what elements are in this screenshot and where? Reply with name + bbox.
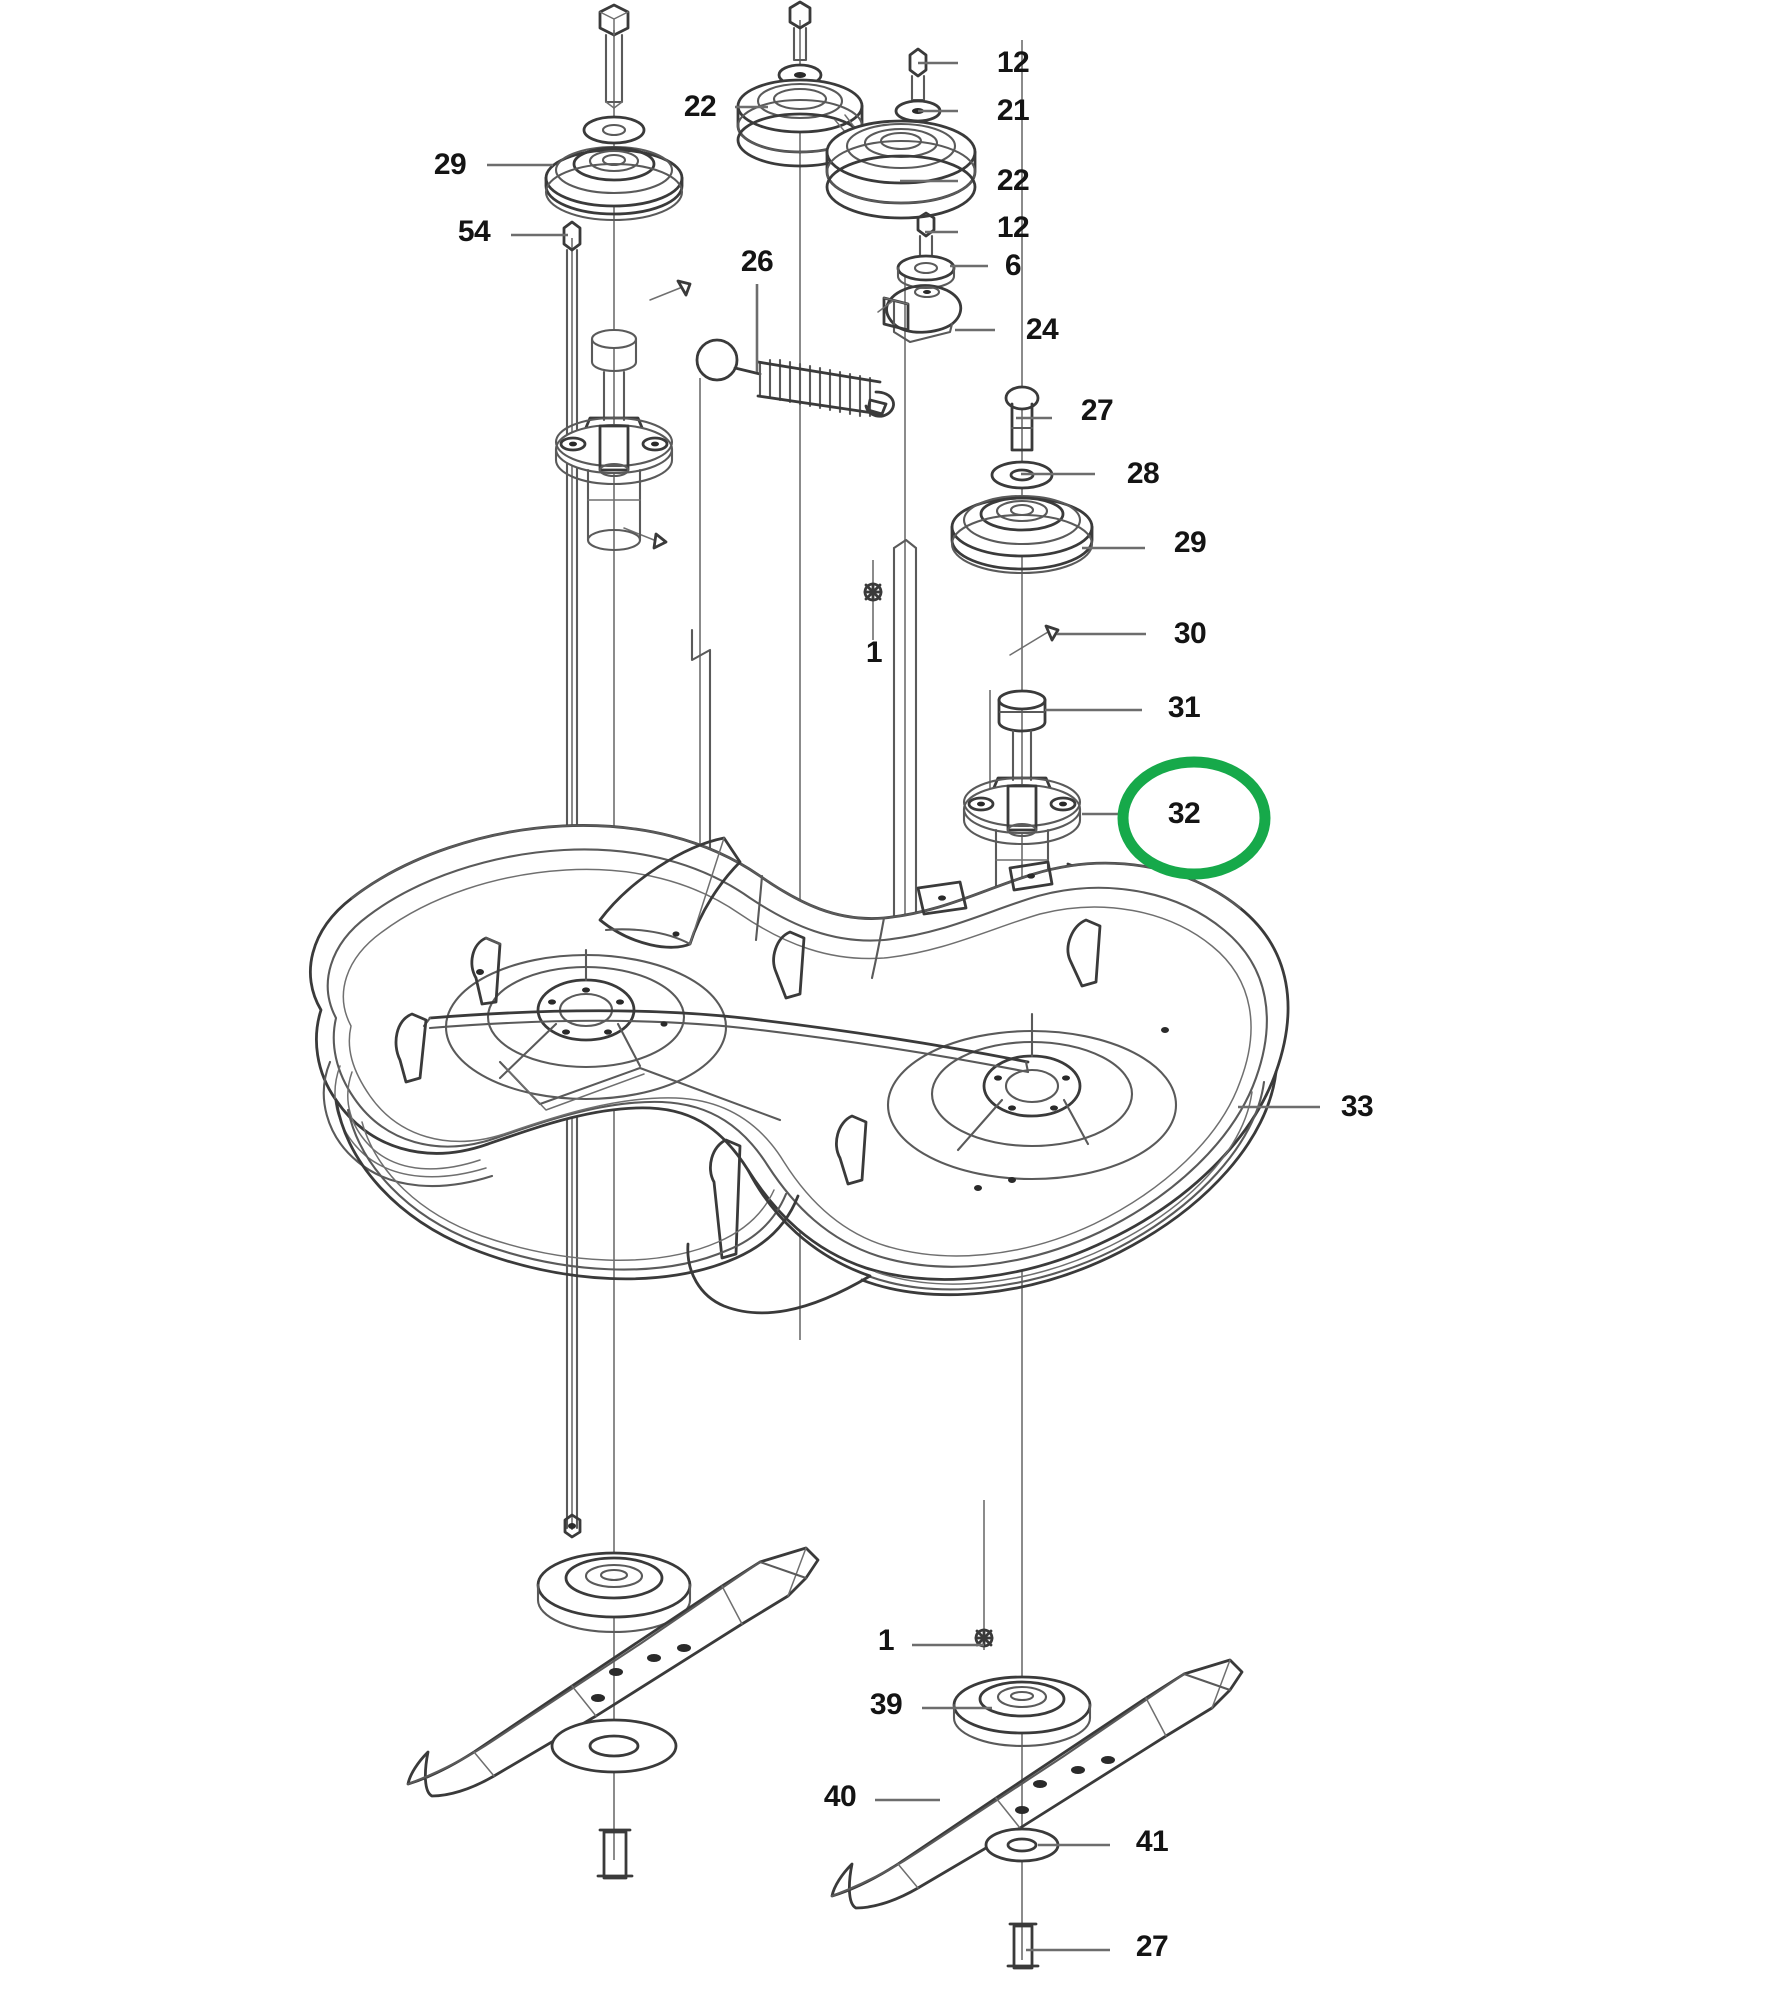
right-idler-stack: [825, 47, 977, 344]
mower-deck-housing-33: [308, 824, 1290, 1315]
right-spindle-stack: [950, 385, 1094, 910]
callout-33-mower-deck-housing[interactable]: 33: [1340, 1090, 1374, 1123]
right-blade-assembly: [830, 1628, 1244, 1970]
callout-32-spindle-housing-assembly[interactable]: 32: [1167, 797, 1201, 830]
deck-chute-plate: [690, 538, 918, 940]
callout-22-idler-pulley-center[interactable]: 22: [683, 90, 717, 123]
detail-arrows-left: [623, 279, 692, 550]
fastener-marker-1-upper: [863, 582, 883, 602]
left-spindle-housing: [554, 328, 674, 552]
callout-21-washer-upper-right[interactable]: 21: [996, 94, 1030, 127]
callout-30-set-screw[interactable]: 30: [1173, 617, 1207, 650]
callout-22-idler-pulley-right[interactable]: 22: [996, 164, 1030, 197]
callout-31-dust-cap[interactable]: 31: [1167, 691, 1201, 724]
callout-28-washer-mid-right[interactable]: 28: [1126, 457, 1160, 490]
callout-24-idler-arm-bracket[interactable]: 24: [1025, 313, 1059, 346]
callout-26-extension-spring[interactable]: 26: [740, 245, 774, 278]
callout-41-blade-washer-right[interactable]: 41: [1135, 1825, 1169, 1858]
deck-brackets: [394, 860, 1102, 1260]
callout-27-blade-bolt-right[interactable]: 27: [1135, 1930, 1169, 1963]
callout-29-pulley-right-lower[interactable]: 29: [1173, 526, 1207, 559]
callout-40-cutting-blade-right[interactable]: 40: [823, 1780, 857, 1813]
highlight-ring-32: [1117, 756, 1271, 880]
left-pulley-stack: [544, 3, 684, 222]
callout-12-hex-bolt-right-lower[interactable]: 12: [996, 211, 1030, 244]
highlight-rings: [1117, 756, 1271, 880]
callout-12-hex-bolt-top-right[interactable]: 12: [996, 46, 1030, 79]
callout-27-carriage-bolt-upper[interactable]: 27: [1080, 394, 1114, 427]
callout-leader-lines: [487, 61, 1320, 1952]
callout-1-fastener-center-upper[interactable]: 1: [865, 636, 883, 669]
left-blade-assembly: [406, 1513, 820, 1880]
callout-39-blade-bushing-right[interactable]: 39: [869, 1688, 903, 1721]
extension-spring-26: [695, 338, 895, 418]
callout-54-eyebolt-left[interactable]: 54: [457, 215, 491, 248]
callout-1-fastener-lower[interactable]: 1: [877, 1624, 895, 1657]
callout-6-flange-nut-right[interactable]: 6: [1004, 249, 1022, 282]
callout-29-pulley-left-upper[interactable]: 29: [433, 148, 467, 181]
